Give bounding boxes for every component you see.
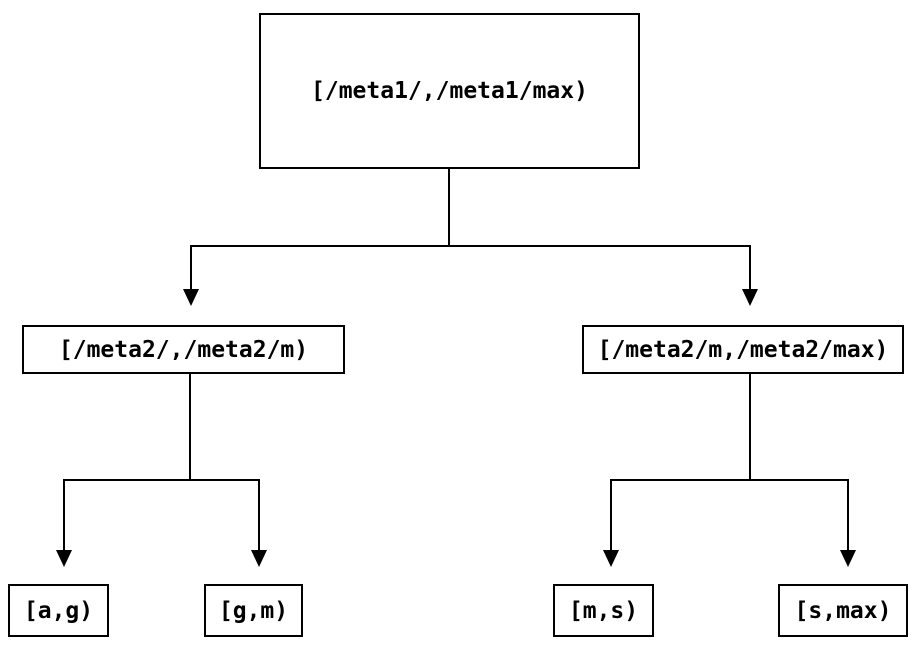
edge-root-left-arm [190, 245, 192, 290]
edge-right-stem [749, 374, 751, 481]
edge-right-arm-b [847, 479, 849, 550]
edge-root-stem [448, 169, 450, 247]
arrowhead-down-icon [742, 289, 758, 306]
tree-node-leaf-smax: [s,max) [778, 584, 908, 637]
arrowhead-down-icon [183, 289, 199, 306]
arrowhead-down-icon [251, 550, 267, 567]
tree-node-meta2-left: [/meta2/,/meta2/m) [22, 325, 345, 374]
tree-node-leaf-gm: [g,m) [204, 584, 303, 637]
arrowhead-down-icon [840, 550, 856, 567]
edge-right-arm-a [610, 479, 612, 550]
edge-left-arm-a [63, 479, 65, 550]
tree-node-leaf-ag: [a,g) [8, 584, 109, 637]
arrowhead-down-icon [603, 550, 619, 567]
edge-root-crossbar [190, 245, 751, 247]
edge-left-crossbar [63, 479, 260, 481]
edge-left-stem [189, 374, 191, 481]
tree-node-leaf-ms: [m,s) [553, 584, 654, 637]
edge-right-crossbar [610, 479, 849, 481]
tree-node-root: [/meta1/,/meta1/max) [259, 13, 640, 169]
edge-left-arm-b [258, 479, 260, 550]
tree-node-meta2-right: [/meta2/m,/meta2/max) [582, 325, 904, 374]
edge-root-right-arm [749, 245, 751, 290]
arrowhead-down-icon [56, 550, 72, 567]
